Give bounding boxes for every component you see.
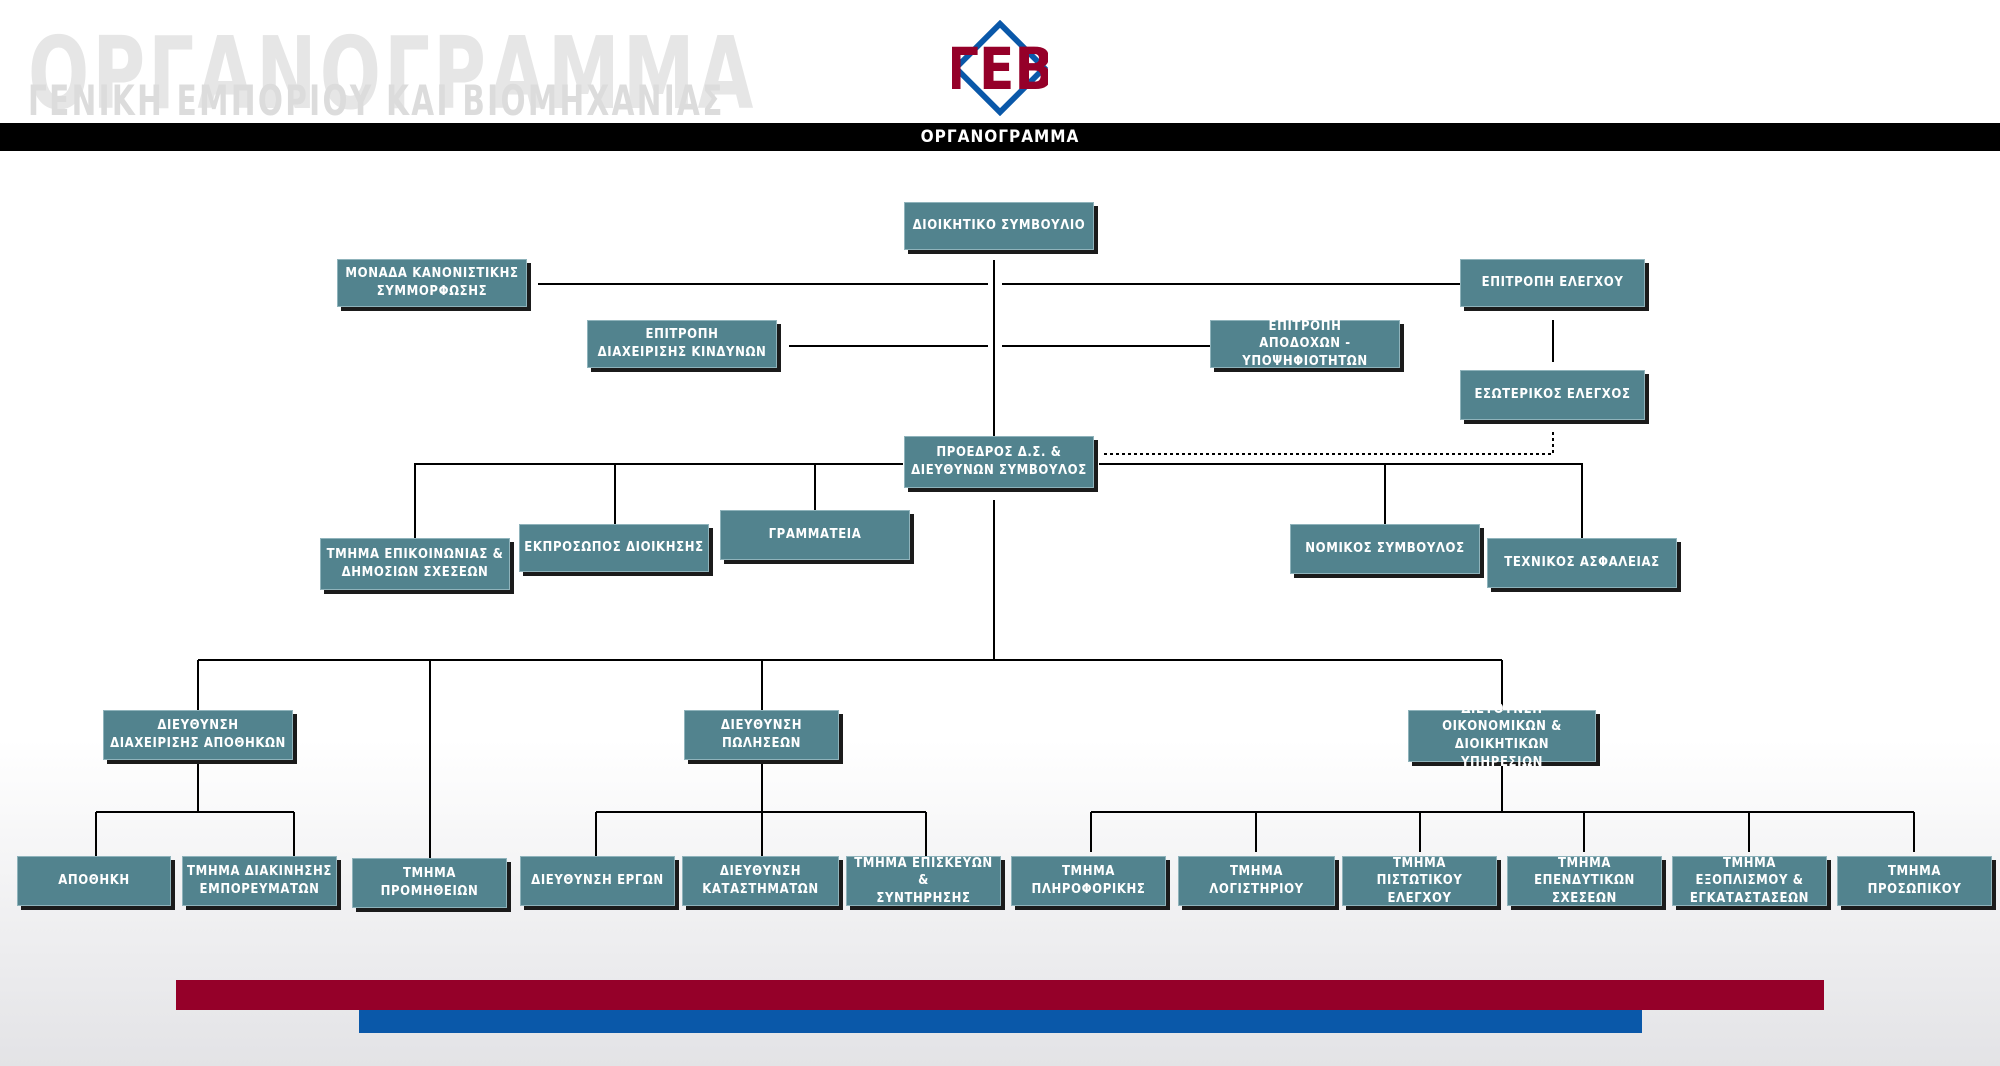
box-secretariat: ΓΡΑΜΜΑΤΕΙΑ: [720, 510, 910, 560]
box-board: ΔΙΟΙΚΗΤΙΚΟ ΣΥΜΒΟΥΛΙΟ: [904, 202, 1094, 250]
box-accounting: ΤΜΗΜΑ ΛΟΓΙΣΤΗΡΙΟΥ: [1178, 856, 1335, 906]
box-warehouse: ΑΠΟΘΗΚΗ: [17, 856, 171, 906]
footer-stripe-red: [176, 980, 1824, 1010]
company-logo: ΓΕΒ: [952, 20, 1048, 116]
box-investor-relations: ΤΜΗΜΑ ΕΠΕΝΔΥΤΙΚΩΝ ΣΧΕΣΕΩΝ: [1507, 856, 1662, 906]
logo-text: ΓΕΒ: [952, 36, 1048, 103]
box-personnel: ΤΜΗΜΑ ΠΡΟΣΩΠΙΚΟΥ: [1837, 856, 1992, 906]
box-compliance: ΜΟΝΑΔΑ ΚΑΝΟΝΙΣΤΙΚΗΣ ΣΥΜΜΟΡΦΩΣΗΣ: [337, 259, 527, 307]
page-title: ΟΡΓΑΝΟΓΡΑΜΜΑ: [920, 127, 1080, 147]
box-finance-admin: ΔΙΕΥΘΥΝΣΗ ΟΙΚΟΝΟΜΙΚΩΝ & ΔΙΟΙΚΗΤΙΚΩΝ ΥΠΗΡ…: [1408, 702, 1596, 770]
connector-warehouse-branch: [95, 764, 295, 856]
connector-finance-branch: [1090, 766, 1915, 852]
box-risk-committee: ΕΠΙΤΡΟΠΗ ΔΙΑΧΕΙΡΙΣΗΣ ΚΙΝΔΥΝΩΝ: [587, 320, 777, 368]
box-it: ΤΜΗΜΑ ΠΛΗΡΟΦΟΡΙΚΗΣ: [1011, 856, 1166, 906]
box-stores: ΔΙΕΥΘΥΝΣΗ ΚΑΤΑΣΤΗΜΑΤΩΝ: [682, 856, 839, 906]
box-management-rep: ΕΚΠΡΟΣΩΠΟΣ ΔΙΟΙΚΗΣΗΣ: [519, 524, 709, 572]
box-warehouse-mgmt: ΔΙΕΥΘΥΝΣΗ ΔΙΑΧΕΙΡΙΣΗΣ ΑΠΟΘΗΚΩΝ: [103, 710, 293, 760]
connector-staff-drops: [614, 464, 1386, 524]
box-repairs: ΤΜΗΜΑ ΕΠΙΣΚΕΥΩΝ & ΣΥΝΤΗΡΗΣΗΣ: [846, 856, 1001, 906]
footer-stripe-blue: [359, 1010, 1642, 1033]
connector-ceo-divisions: [197, 500, 1503, 858]
box-remuneration-committee: ΕΠΙΤΡΟΠΗ ΑΠΟΔΟΧΩΝ - ΥΠΟΨΗΦΙΟΤΗΤΩΝ: [1210, 319, 1400, 369]
box-sales-mgmt: ΔΙΕΥΘΥΝΣΗ ΠΩΛΗΣΕΩΝ: [684, 710, 839, 760]
box-equipment: ΤΜΗΜΑ ΕΞΟΠΛΙΣΜΟΥ & ΕΓΚΑΤΑΣΤΑΣΕΩΝ: [1672, 856, 1827, 906]
box-audit-committee: ΕΠΙΤΡΟΠΗ ΕΛΕΓΧΟΥ: [1460, 259, 1645, 307]
box-legal-advisor: ΝΟΜΙΚΟΣ ΣΥΜΒΟΥΛΟΣ: [1290, 524, 1480, 574]
connector-dotted-audit-ceo: [1102, 432, 1554, 455]
box-credit-control: ΤΜΗΜΑ ΠΙΣΤΩΤΙΚΟΥ ΕΛΕΓΧΟΥ: [1342, 856, 1497, 906]
box-goods-movement: ΤΜΗΜΑ ΔΙΑΚΙΝΗΣΗΣ ΕΜΠΟΡΕΥΜΑΤΩΝ: [182, 856, 337, 906]
connector-staff-left: [414, 463, 1583, 538]
watermark-subtitle: ΓΕΝΙΚΗ ΕΜΠΟΡΙΟΥ ΚΑΙ ΒΙΟΜΗΧΑΝΙΑΣ: [28, 76, 725, 125]
box-safety-technician: ΤΕΧΝΙΚΟΣ ΑΣΦΑΛΕΙΑΣ: [1487, 538, 1677, 588]
box-communications: ΤΜΗΜΑ ΕΠΙΚΟΙΝΩΝΙΑΣ & ΔΗΜΟΣΙΩΝ ΣΧΕΣΕΩΝ: [320, 538, 510, 590]
box-internal-audit: ΕΣΩΤΕΡΙΚΟΣ ΕΛΕΓΧΟΣ: [1460, 370, 1645, 420]
connector-sales-branch: [595, 764, 927, 856]
box-projects: ΔΙΕΥΘΥΝΣΗ ΕΡΓΩΝ: [520, 856, 675, 906]
box-procurement: ΤΜΗΜΑ ΠΡΟΜΗΘΕΙΩΝ: [352, 858, 507, 908]
title-bar: ΟΡΓΑΝΟΓΡΑΜΜΑ: [0, 123, 2000, 151]
box-ceo: ΠΡΟΕΔΡΟΣ Δ.Σ. & ΔΙΕΥΘΥΝΩΝ ΣΥΜΒΟΥΛΟΣ: [904, 436, 1094, 488]
watermark-title: ΟΡΓΑΝΟΓΡΑΜΜΑ: [28, 15, 757, 132]
